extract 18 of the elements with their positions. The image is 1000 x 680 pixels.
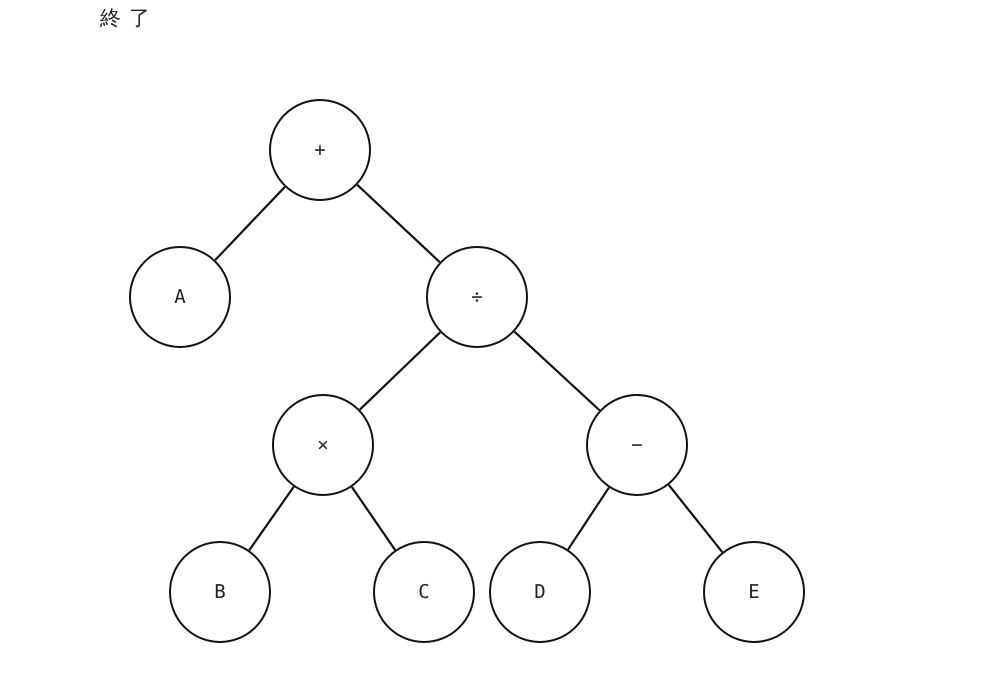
node-label: D — [534, 581, 546, 603]
tree-edge — [214, 186, 286, 261]
tree-edge — [514, 330, 600, 412]
node-label: ÷ — [471, 286, 483, 308]
tree-edge — [359, 332, 441, 410]
node-label: B — [214, 581, 226, 603]
node-label: − — [631, 434, 643, 456]
tree-edge — [356, 184, 441, 263]
node-label: A — [174, 286, 186, 308]
tree-edge — [567, 486, 610, 550]
heading-text: 終了 — [100, 5, 158, 32]
tree-edge — [248, 486, 295, 551]
node-label: E — [748, 581, 760, 603]
node-label: C — [418, 581, 430, 603]
node-label: × — [317, 434, 329, 456]
tree-edge — [350, 486, 396, 551]
tree-edge — [668, 484, 724, 553]
node-label: + — [314, 139, 326, 161]
